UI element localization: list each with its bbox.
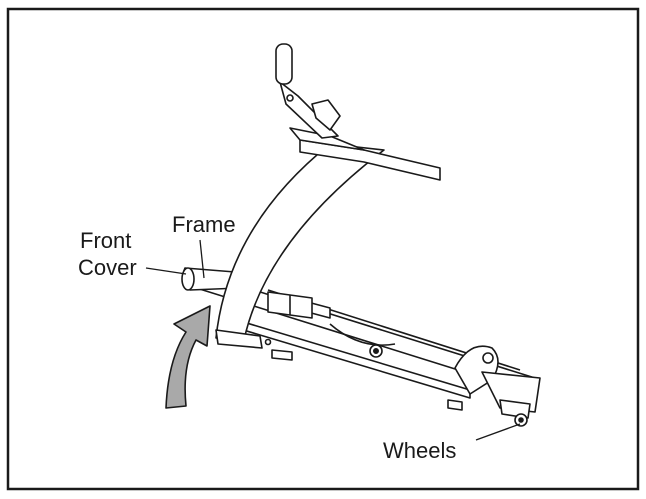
pivot-bolt-center	[372, 347, 379, 354]
console-handle	[275, 43, 293, 85]
frame-label: Frame	[172, 212, 236, 237]
console-screw	[286, 94, 294, 102]
leader-lines	[145, 239, 521, 441]
cover-label: Cover	[78, 255, 137, 280]
upright-base	[215, 329, 263, 349]
cover-leader	[145, 267, 187, 275]
treadmill-drawing	[181, 43, 541, 427]
diagram-border	[6, 7, 640, 491]
curved-up-arrow-icon	[165, 305, 211, 409]
motor-bracket	[329, 323, 396, 346]
front-foot	[271, 349, 293, 361]
bolt-1	[264, 338, 272, 346]
wheel-center	[518, 417, 524, 423]
wheels-leader	[475, 423, 521, 441]
front-label: Front	[80, 228, 132, 253]
console-clip	[311, 99, 341, 131]
front-cover-end	[181, 267, 195, 291]
rear-foot	[447, 399, 463, 411]
frame-leader	[199, 239, 205, 279]
upright	[215, 143, 385, 341]
wheels-label: Wheels	[383, 438, 457, 463]
rear-end-cap	[481, 371, 541, 413]
rear-bolt	[482, 352, 494, 364]
